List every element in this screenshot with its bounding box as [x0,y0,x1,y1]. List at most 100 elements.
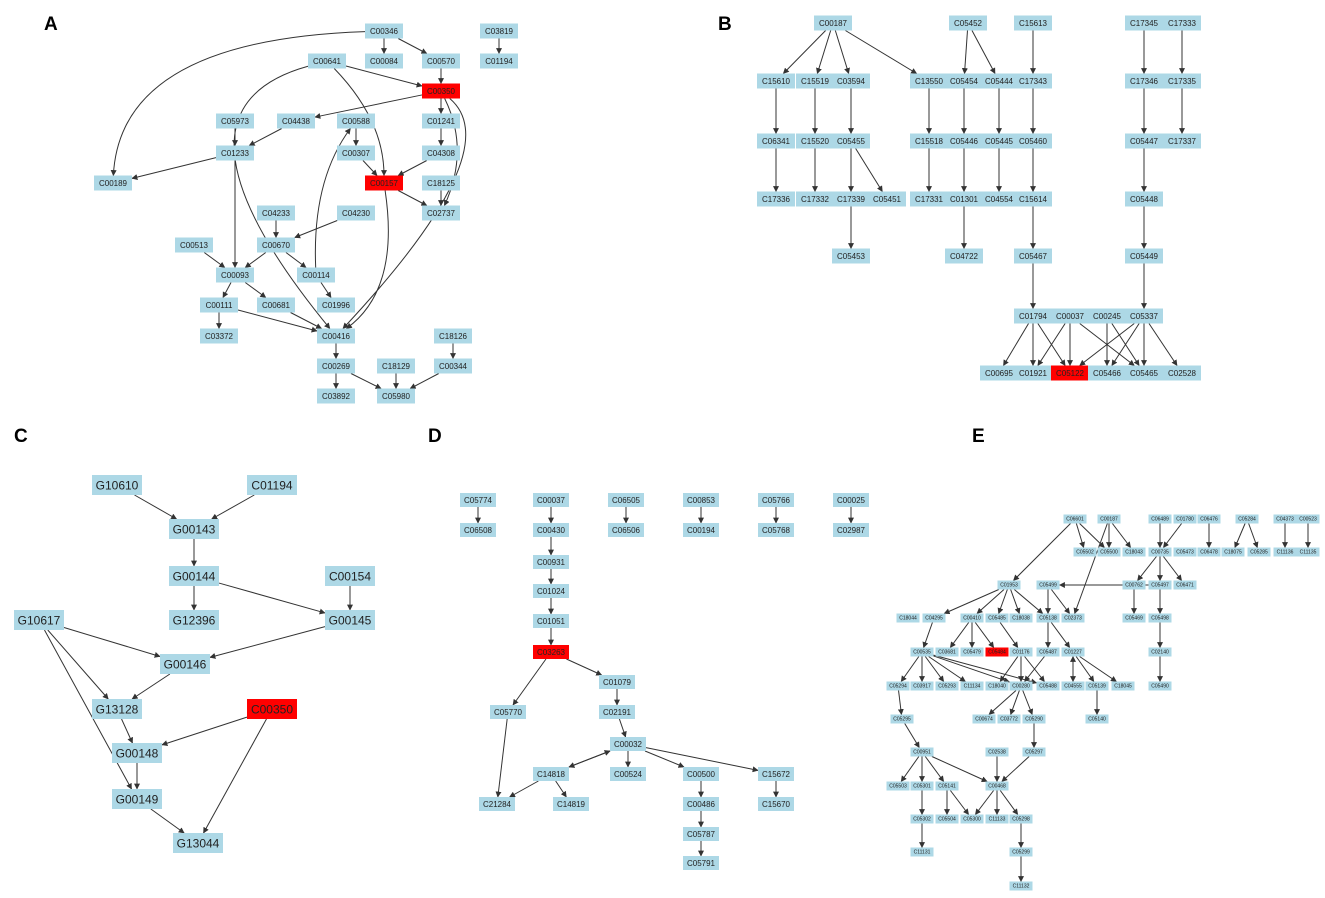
node-box [169,519,219,539]
node-label: C11131 [914,850,931,856]
edge-a-c00344-c05980 [409,373,439,389]
node-label: C18040 [988,684,1006,690]
node-c-c00350: C00350 [247,699,297,719]
node-e-c00523: C00523 [1296,514,1320,524]
node-box [886,681,910,691]
node-label: C05502 [1076,550,1094,556]
node-box [960,814,984,824]
node-label: C01194 [251,479,292,493]
node-label: C00931 [537,558,566,567]
edge-e-c05141-c05300 [950,790,969,815]
node-label: C00524 [614,770,643,779]
edge-a-c04308-c00157 [397,160,427,176]
node-box [200,297,238,313]
node-box [985,814,1009,824]
node-e-c01176: C01176 [1009,647,1033,657]
node-box [1097,547,1121,557]
node-box [1125,248,1163,264]
node-box [1061,647,1085,657]
node-d-c00931: C00931 [533,555,569,569]
node-label: C05473 [1176,550,1194,556]
node-box [1022,747,1046,757]
node-label: G00149 [116,793,159,807]
node-d-c00430: C00430 [533,523,569,537]
node-e-c00735: C00735 [1148,547,1172,557]
node-box [683,523,719,537]
node-e-c05302: C05302 [910,814,934,824]
highlighted-node-box [985,647,1009,657]
node-label: C00111 [206,301,233,310]
node-label: C05295 [893,717,911,723]
node-label: C06506 [612,526,641,535]
node-a-c00641: C00641 [308,53,346,69]
node-box [173,833,223,853]
node-box [935,681,959,691]
node-e-c05300: C05300 [960,814,984,824]
edge-b-c00187-c13550 [845,30,918,74]
node-label: G12396 [173,614,216,628]
node-label: C00670 [262,241,291,250]
node-b-c00037: C00037 [1051,308,1089,324]
node-box [337,205,375,221]
node-e-c05141: C05141 [935,781,959,791]
node-box [910,747,934,757]
node-box [833,493,869,507]
node-label: C05294 [889,684,907,690]
edge-b-c00187-c15519 [816,30,832,75]
edge-a-c00307-c00157 [362,160,378,176]
node-a-c00513: C00513 [175,237,213,253]
node-label: C05504 [938,817,956,823]
node-b-c05449: C05449 [1125,248,1163,264]
node-box [1014,365,1052,381]
node-label: C02528 [1168,369,1197,378]
node-label: C21284 [483,800,512,809]
node-box [796,191,834,207]
node-b-c17333: C17333 [1163,15,1201,31]
node-label: C00280 [1012,684,1030,690]
node-label: C15520 [801,137,830,146]
node-label: C11135 [1300,550,1317,556]
node-box [833,523,869,537]
node-box [1163,73,1201,89]
node-label: C05293 [938,684,956,690]
node-label: C05299 [1012,850,1030,856]
node-label: C05301 [913,784,931,790]
node-label: C00681 [262,301,291,310]
node-b-c05465: C05465 [1125,365,1163,381]
node-label: C05451 [873,195,902,204]
node-e-c00187: C00187 [1097,514,1121,524]
node-box [758,767,794,781]
node-e-c06478: C06478 [1197,547,1221,557]
node-label: C06505 [612,496,641,505]
edge-a-c00641-c00350 [345,65,423,88]
node-label: C05787 [687,830,716,839]
edge-e-c01176-c18040 [999,656,1019,682]
highlighted-node-box [422,83,460,99]
node-label: C01301 [950,195,979,204]
node-a-c00570: C00570 [422,53,460,69]
node-d-c14818: C14818 [533,767,569,781]
node-box [92,699,142,719]
node-box [365,23,403,39]
node-label: C17343 [1019,77,1048,86]
node-e-c05140: C05140 [1085,714,1109,724]
node-b-c02528: C02528 [1163,365,1201,381]
node-b-c05452: C05452 [949,15,987,31]
node-label: C17332 [801,195,830,204]
node-d-c01051: C01051 [533,614,569,628]
edge-d-c03263-c01079 [566,658,603,676]
node-e-c18075: C18075 [1221,547,1245,557]
edge-d-c14818-c00032 [568,750,611,768]
node-box [608,523,644,537]
edge-e-c00280-c05290 [1022,690,1034,716]
node-c-g00148: G00148 [112,743,162,763]
node-label: C06478 [1200,550,1218,556]
node-box [533,584,569,598]
edge-c-c00350-g00148 [161,716,248,747]
node-d-c00025: C00025 [833,493,869,507]
node-d-c06505: C06505 [608,493,644,507]
edge-e-c05138-c01227 [1050,622,1071,648]
node-label: C17333 [1168,19,1197,28]
node-box [480,23,518,39]
